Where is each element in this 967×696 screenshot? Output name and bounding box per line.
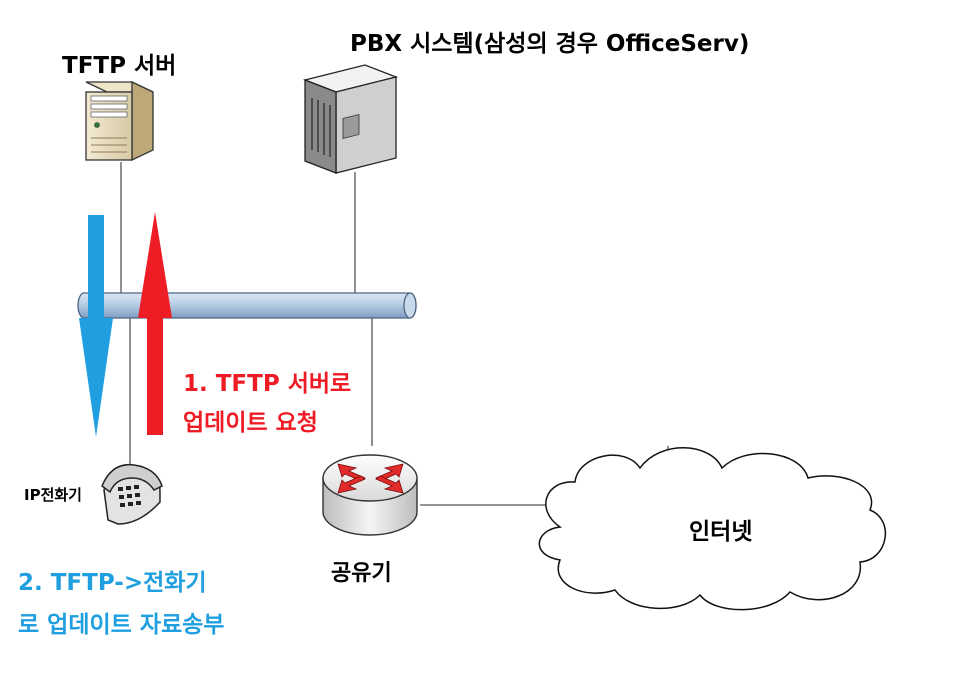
telephone-icon <box>101 463 163 525</box>
update-response-arrow <box>79 215 113 437</box>
router-icon <box>322 454 418 536</box>
lan-bus <box>77 292 417 319</box>
pbx-cabinet-icon <box>302 64 399 174</box>
step2-line2: 로 업데이트 자료송부 <box>18 612 225 638</box>
router-label: 공유기 <box>331 561 392 586</box>
tftp-server-label: TFTP 서버 <box>62 53 177 79</box>
step1-line1: 1. TFTP 서버로 <box>183 371 352 397</box>
step1-line2: 업데이트 요청 <box>183 410 318 436</box>
internet-label: 인터넷 <box>689 519 753 545</box>
cloud-icon <box>538 447 887 611</box>
server-tower-icon <box>85 80 154 162</box>
pbx-system-label: PBX 시스템(삼성의 경우 OfficeServ) <box>350 31 750 57</box>
ip-phone-label: IP전화기 <box>24 486 82 504</box>
step2-line1: 2. TFTP->전화기 <box>18 570 207 596</box>
connection-lines <box>120 162 669 506</box>
update-request-arrow <box>138 212 172 435</box>
